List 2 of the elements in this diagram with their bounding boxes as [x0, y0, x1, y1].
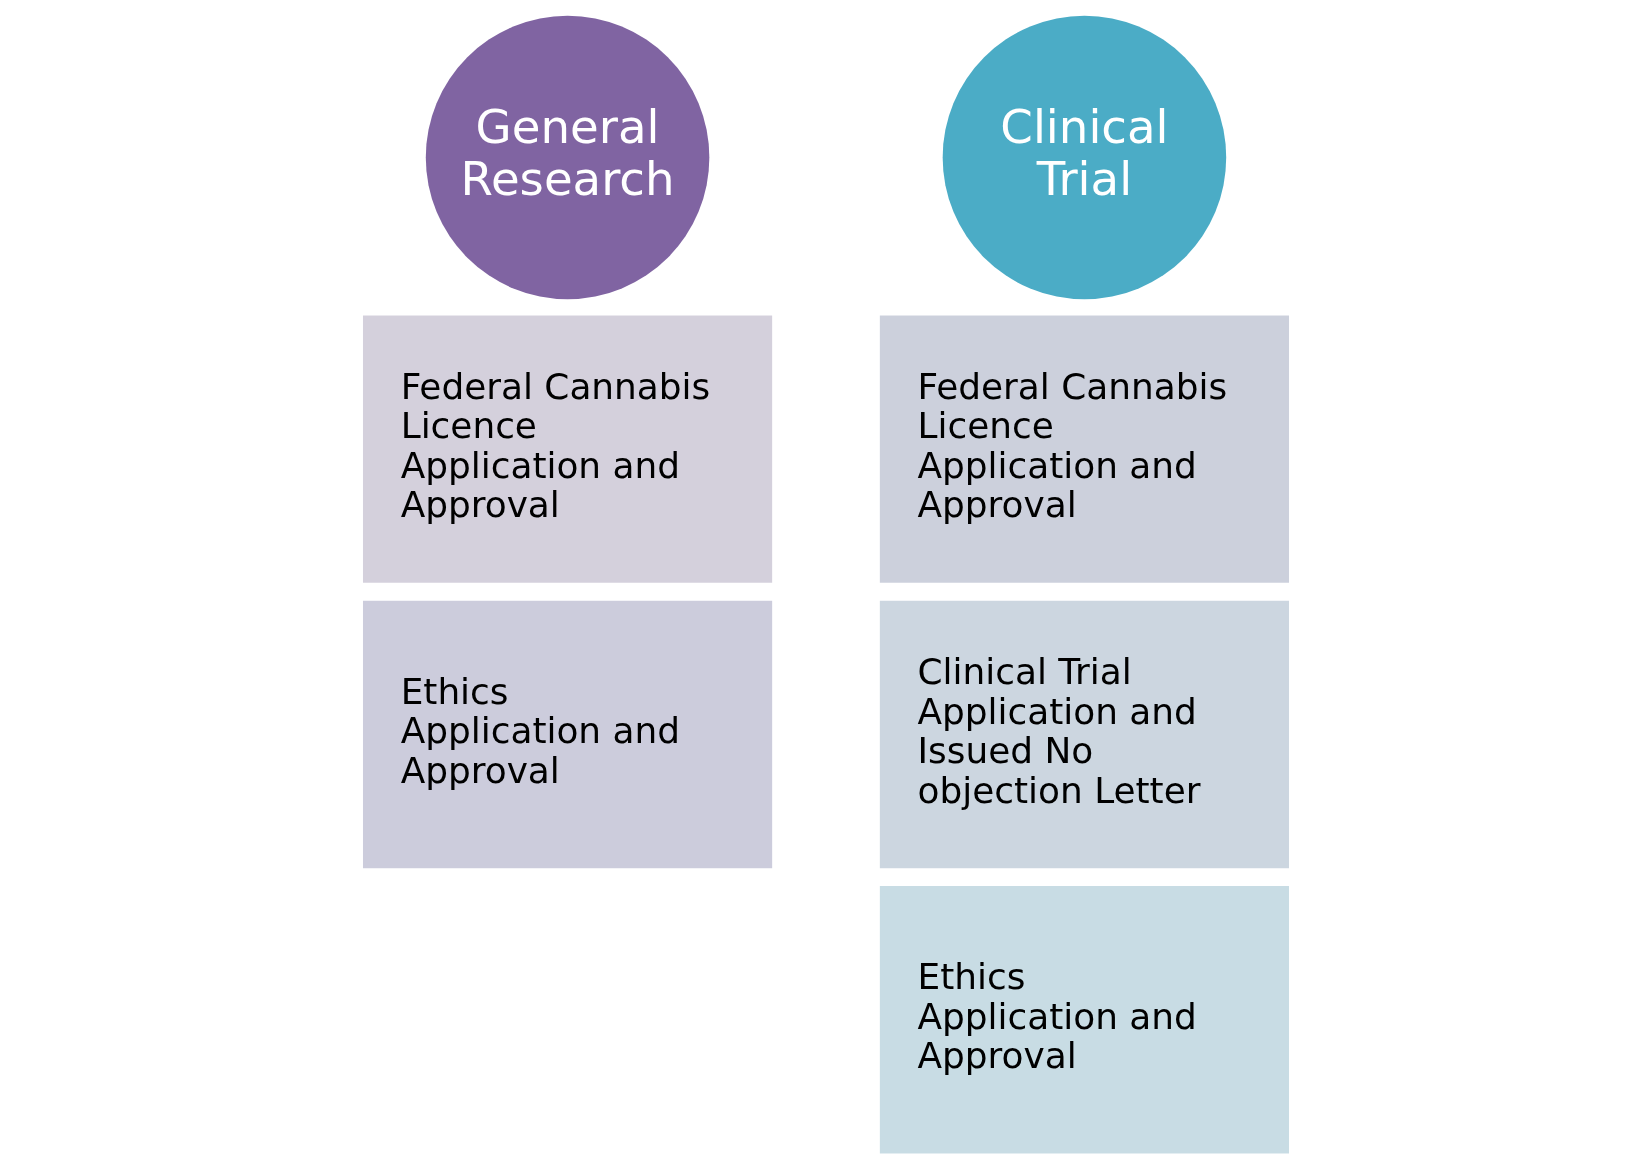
node-circle: Clinical Trial [942, 15, 1227, 300]
node-circle: General Research [425, 15, 710, 300]
